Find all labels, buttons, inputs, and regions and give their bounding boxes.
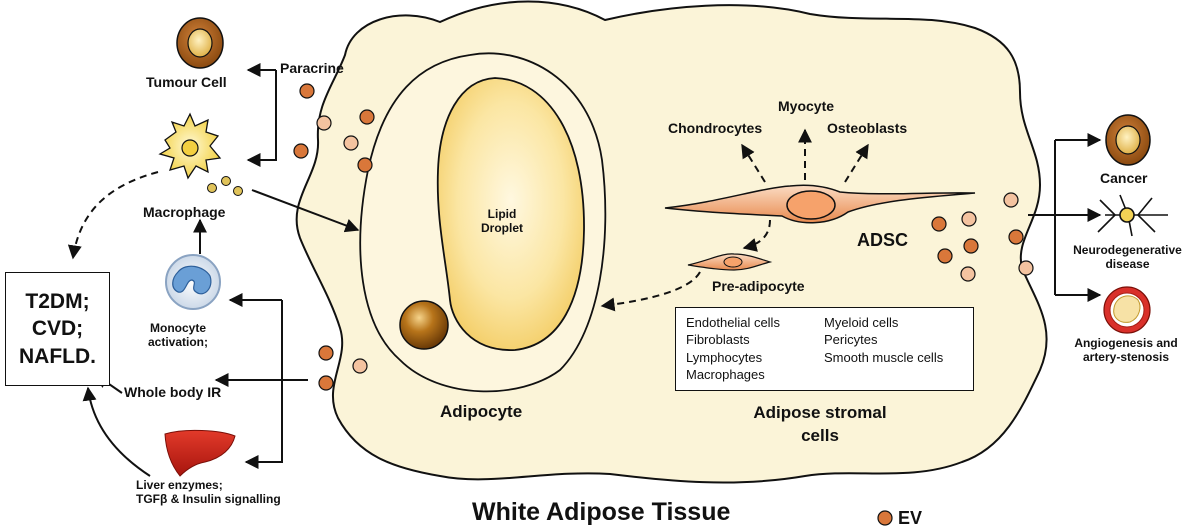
- label-tumour-cell: Tumour Cell: [146, 74, 227, 90]
- adipocyte-nucleus: [399, 300, 449, 350]
- label-monocyte: Monocyte activation;: [148, 321, 209, 349]
- stromal-cell-type: Endothelial cells: [686, 315, 780, 330]
- stromal-cell-type: Fibroblasts: [686, 332, 750, 348]
- pre-adipocyte-nucleus: [723, 256, 743, 268]
- label-cancer: Cancer: [1100, 170, 1148, 186]
- label-adipocyte: Adipocyte: [440, 402, 523, 421]
- adsc-nucleus: [786, 190, 836, 220]
- label-angiogenesis: Angiogenesis and artery-stenosis: [1074, 336, 1178, 364]
- disease-t2dm: T2DM;: [25, 290, 90, 314]
- diagram-title: White Adipose Tissue: [472, 498, 731, 526]
- legend-ev-label: EV: [898, 508, 923, 528]
- label-myocyte: Myocyte: [778, 98, 835, 114]
- monocyte-icon: [165, 254, 221, 310]
- stromal-cell-type: Lymphocytes: [686, 349, 763, 365]
- stromal-cell-type: Macrophages: [686, 366, 765, 382]
- disease-cvd: CVD;: [31, 317, 84, 341]
- disease-nafld: NAFLD.: [19, 344, 96, 368]
- ev-legend-dot: [877, 510, 893, 526]
- label-paracrine: Paracrine: [280, 60, 344, 76]
- label-adsc: ADSC: [857, 230, 909, 250]
- stromal-cell-type: Smooth muscle cells: [824, 349, 944, 365]
- macrophage-vesicles: [207, 176, 243, 196]
- liver-icon: [164, 429, 236, 477]
- stromal-cell-types-box: Endothelial cells Fibroblasts Lymphocyte…: [675, 307, 974, 391]
- lipid-droplet: [436, 77, 585, 351]
- label-chondrocytes: Chondrocytes: [668, 120, 763, 136]
- neuron-icon: [1097, 194, 1168, 237]
- label-osteoblasts: Osteoblasts: [827, 120, 908, 136]
- label-lipid-droplet: Lipid Droplet: [481, 207, 523, 235]
- cancer-cell-icon: [1105, 114, 1151, 166]
- tumour-cell-icon: [176, 17, 224, 69]
- stromal-cell-type: Myeloid cells: [824, 315, 899, 330]
- disease-box: T2DM; CVD; NAFLD.: [5, 272, 110, 386]
- label-whole-body-ir: Whole body IR: [124, 384, 222, 400]
- stromal-cell-type: Pericytes: [824, 332, 878, 348]
- label-pre-adipocyte: Pre-adipocyte: [712, 278, 805, 294]
- label-adipose-stromal: Adipose stromal cells: [753, 403, 887, 445]
- artery-icon: [1103, 286, 1151, 334]
- ev-particles: [293, 83, 1034, 526]
- label-neurodegenerative: Neurodegenerative disease: [1073, 243, 1182, 271]
- macrophage-nucleus: [181, 139, 199, 157]
- label-liver: Liver enzymes; TGFβ & Insulin signalling: [136, 478, 281, 506]
- label-macrophage: Macrophage: [143, 204, 226, 220]
